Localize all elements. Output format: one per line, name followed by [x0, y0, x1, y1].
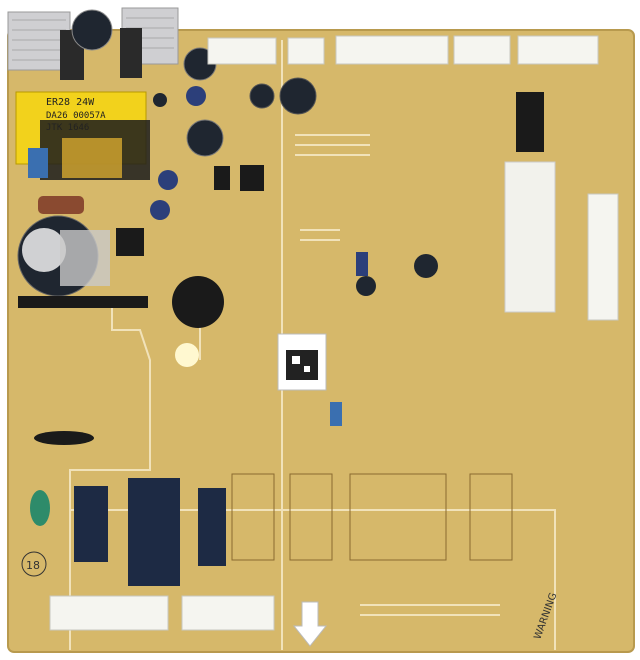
capacitor-mid-1: [356, 252, 368, 276]
buzzer: [172, 276, 224, 328]
board-number: 18: [26, 559, 40, 572]
qr-label: [277, 333, 327, 391]
heat-bar: [18, 296, 148, 308]
capacitor-mid-2: [414, 254, 438, 278]
ic-chip-3: [214, 166, 230, 190]
ic-chip-4: [516, 92, 544, 152]
resistor-black: [34, 431, 94, 445]
capacitor-large: [17, 215, 110, 297]
capacitor-mid-3: [356, 276, 376, 296]
transformer-label-2: DA26 00057A: [46, 111, 106, 121]
connectors-top: [207, 35, 599, 65]
connectors-bottom: [49, 595, 275, 631]
connector-right: [587, 193, 619, 321]
capacitor-mid-4: [330, 402, 342, 426]
heatsink-right: [120, 7, 179, 78]
heatsink-left: [7, 11, 84, 80]
ic-chip-1: [116, 228, 144, 256]
relays: [74, 478, 226, 586]
board-number-circle: [21, 551, 47, 577]
transformer-label-1: ER28 24W: [46, 97, 95, 108]
relay-footprints: [231, 473, 513, 561]
capacitor-top: [71, 9, 113, 51]
ic-chip-2: [240, 165, 264, 191]
capacitor-blue: [28, 148, 48, 178]
resistor-brown: [38, 196, 84, 214]
label-sticker: [504, 161, 556, 313]
arrow-mark: [292, 601, 328, 647]
capacitor-green: [30, 490, 50, 526]
led-indicator: [175, 343, 199, 367]
transformer-label-3: JTK 1646: [46, 123, 89, 133]
